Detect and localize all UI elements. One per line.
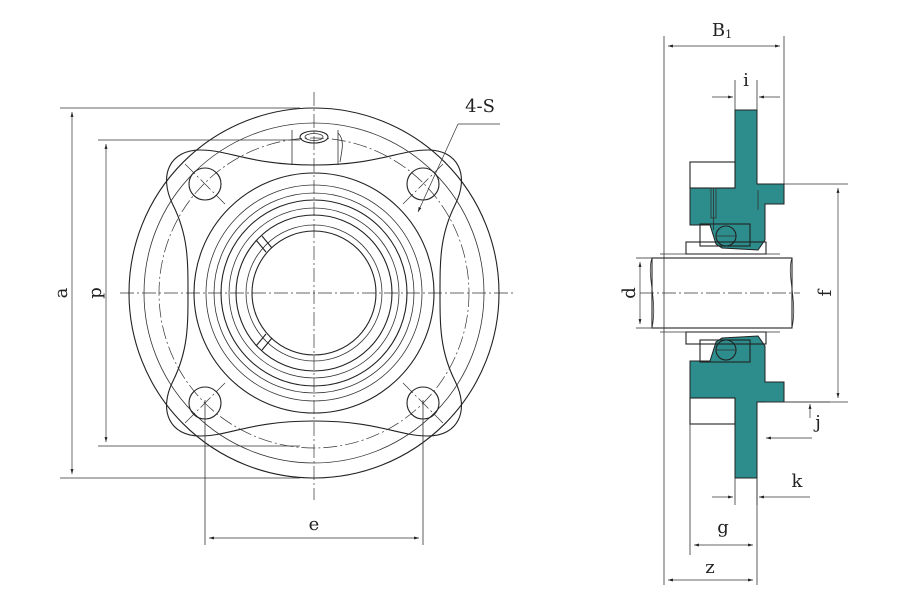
dim-label-b1: B1	[712, 20, 732, 41]
front-view: a p e 4-S	[51, 92, 515, 545]
dim-label-j: j	[813, 412, 821, 433]
dim-label-d: d	[619, 287, 640, 299]
side-view: B1 i d f j k g	[619, 20, 848, 585]
dim-label-e: e	[309, 514, 320, 535]
dim-label-4s: 4-S	[465, 96, 495, 117]
housing-section-upper	[689, 109, 785, 251]
dim-label-k: k	[792, 471, 804, 492]
flange-lobes	[165, 149, 463, 437]
housing-section-lower	[689, 335, 785, 479]
dim-label-z: z	[705, 557, 714, 578]
dim-label-a: a	[51, 287, 72, 298]
dim-label-g: g	[717, 517, 729, 538]
dim-label-i: i	[743, 70, 749, 91]
dim-label-f: f	[815, 288, 836, 296]
dim-label-p: p	[85, 287, 106, 299]
